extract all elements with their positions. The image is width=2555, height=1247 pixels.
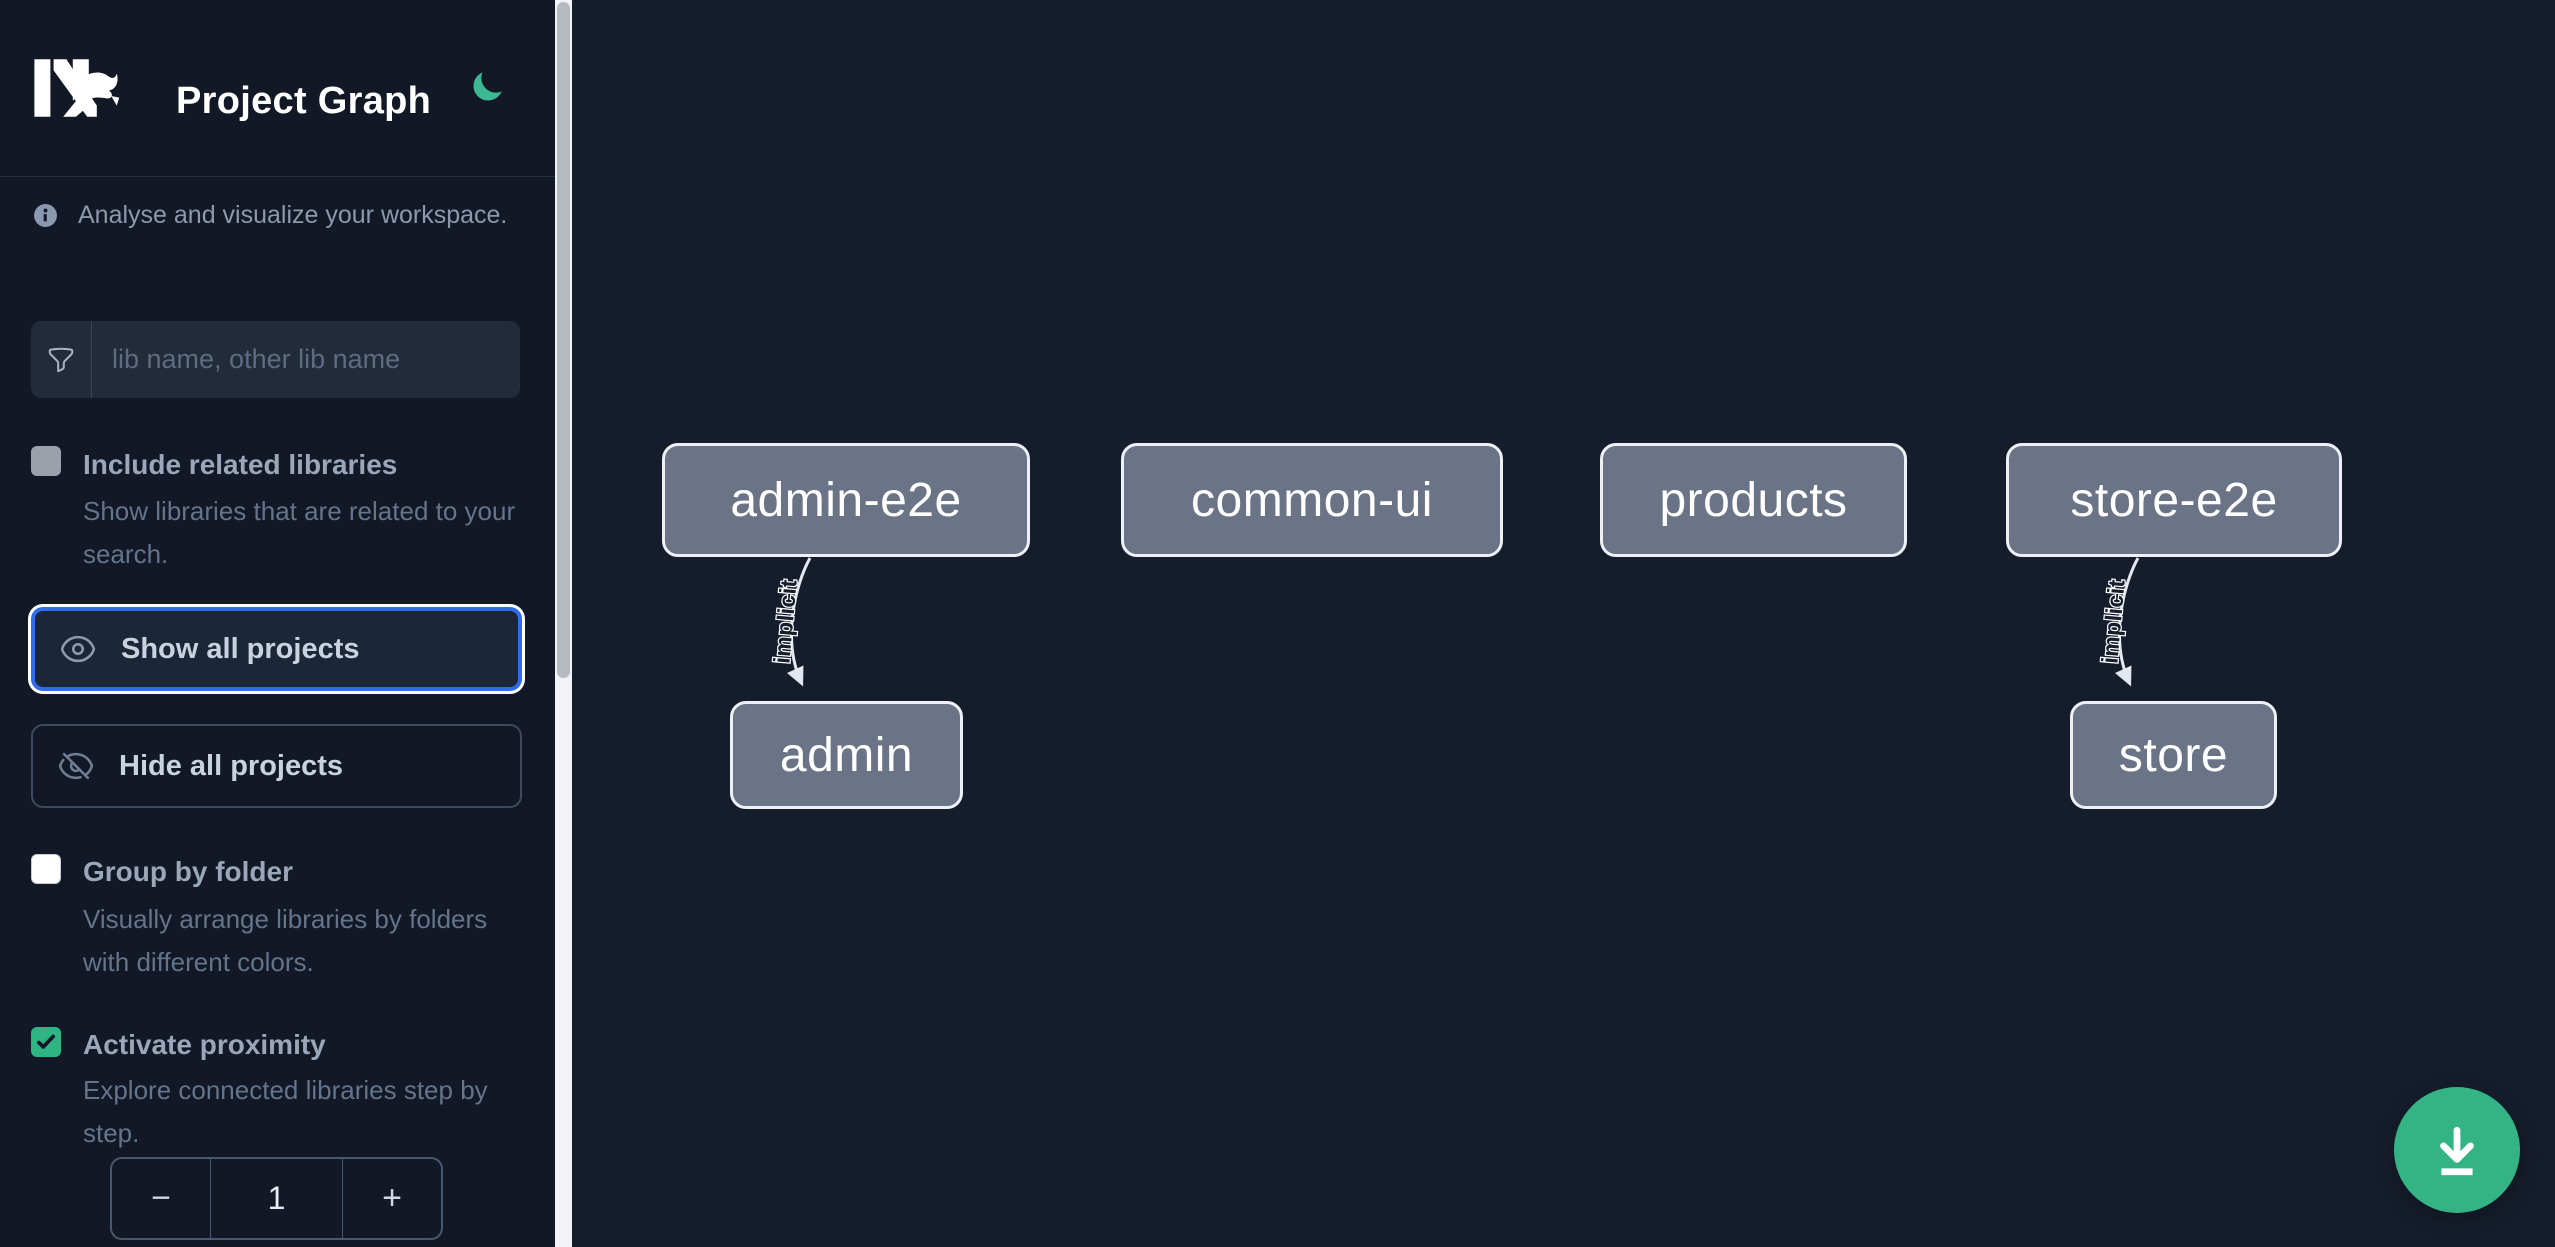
show-all-projects-label: Show all projects <box>121 632 360 665</box>
graph-node-store-e2e[interactable]: store-e2e <box>2006 443 2342 557</box>
activate-proximity-description: Explore connected libraries step by step… <box>83 1075 488 1148</box>
decrement-button[interactable]: − <box>112 1159 210 1238</box>
graph-edges: implicit implicit <box>767 557 2140 687</box>
show-all-projects-button[interactable]: Show all projects <box>31 607 522 691</box>
include-related-description: Show libraries that are related to your … <box>83 496 516 569</box>
increment-button[interactable]: + <box>343 1159 441 1238</box>
moon-icon <box>473 71 502 100</box>
sidebar-header: Project Graph <box>0 0 555 177</box>
group-by-folder-checkbox[interactable] <box>31 854 61 884</box>
filter-input-group <box>31 321 520 398</box>
hide-all-projects-label: Hide all projects <box>119 749 344 782</box>
sidebar-scrollbar-thumb[interactable] <box>557 2 570 678</box>
check-icon <box>36 1034 56 1049</box>
info-icon <box>34 204 57 227</box>
download-icon <box>2440 1126 2474 1176</box>
download-graph-button[interactable] <box>2394 1087 2520 1213</box>
graph-node-admin-e2e[interactable]: admin-e2e <box>662 443 1030 557</box>
tagline-text: Analyse and visualize your workspace. <box>78 201 508 229</box>
graph-node-products[interactable]: products <box>1600 443 1907 557</box>
group-by-folder-description: Visually arrange libraries by folders wi… <box>83 904 488 977</box>
proximity-depth-value: 1 <box>210 1159 343 1238</box>
page-title: Project Graph <box>176 80 432 122</box>
funnel-icon <box>31 321 92 398</box>
group-by-folder-label[interactable]: Group by folder <box>83 856 293 887</box>
eye-slash-icon <box>58 752 94 780</box>
nx-logo-icon <box>34 59 120 117</box>
activate-proximity-label[interactable]: Activate proximity <box>83 1029 326 1060</box>
activate-proximity-checkbox[interactable] <box>31 1027 61 1057</box>
graph-node-admin[interactable]: admin <box>730 701 963 809</box>
edge-store-e2e-to-store[interactable]: implicit <box>2095 557 2140 687</box>
include-related-label[interactable]: Include related libraries <box>83 449 398 480</box>
theme-toggle-button[interactable] <box>466 67 508 109</box>
project-graph-canvas[interactable]: implicit implicit admin-e2e common-ui pr… <box>572 0 2555 1247</box>
workspace-tagline: Analyse and visualize your workspace. <box>33 201 507 230</box>
proximity-depth-stepper: − 1 + <box>110 1157 443 1240</box>
sidebar: Project Graph Analyse and visualize your… <box>0 0 555 1247</box>
filter-input[interactable] <box>92 321 520 398</box>
graph-node-store[interactable]: store <box>2070 701 2277 809</box>
edge-admin-e2e-to-admin[interactable]: implicit <box>767 557 812 687</box>
graph-node-common-ui[interactable]: common-ui <box>1121 443 1503 557</box>
eye-icon <box>60 635 96 663</box>
include-related-checkbox[interactable] <box>31 446 61 476</box>
hide-all-projects-button[interactable]: Hide all projects <box>31 724 522 808</box>
